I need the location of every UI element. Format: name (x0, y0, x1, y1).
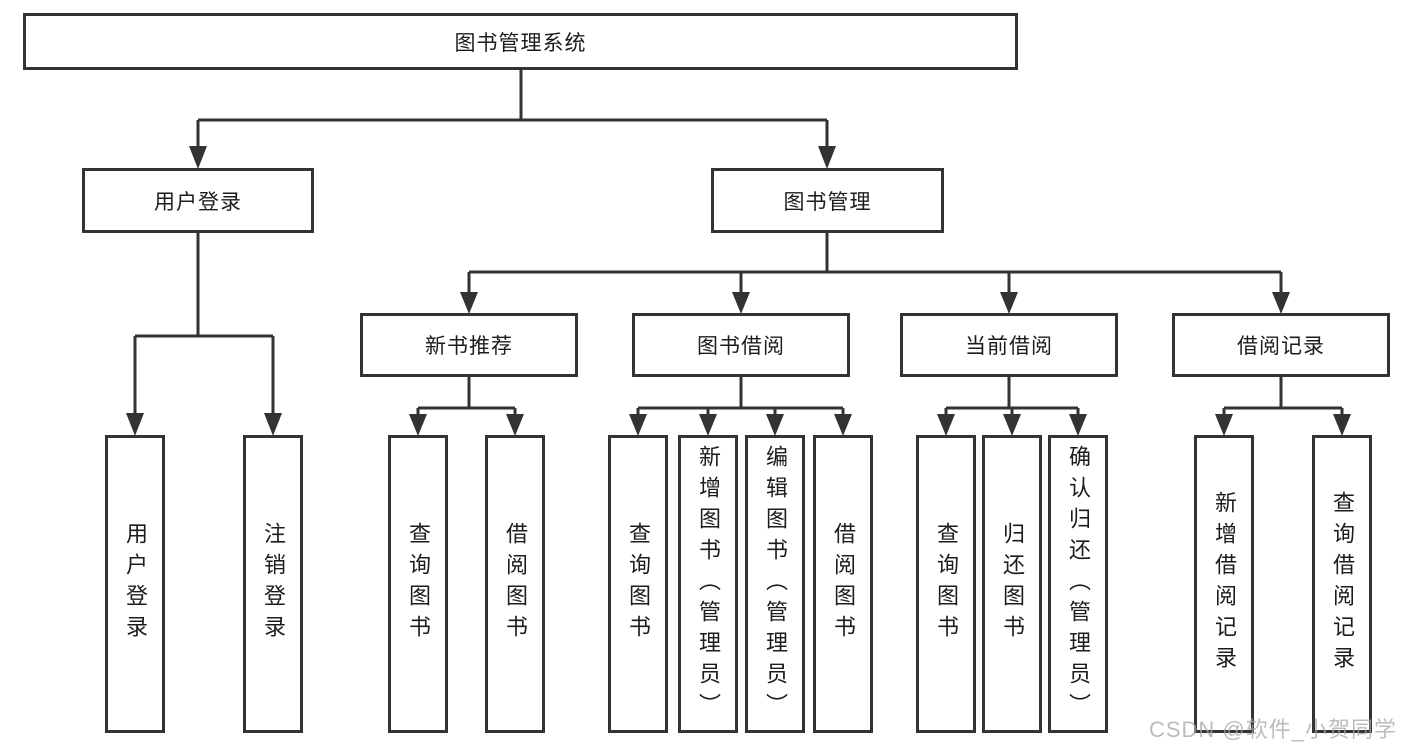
node-leaf-query-books-recommend: 查询图书 (388, 435, 448, 733)
node-leaf-add-book-admin: 新增图书（管理员） (678, 435, 738, 733)
node-leaf-query-books-current: 查询图书 (916, 435, 976, 733)
node-level3-current-borrowing: 当前借阅 (900, 313, 1118, 377)
node-level3-book-borrowing: 图书借阅 (632, 313, 850, 377)
node-leaf-query-borrow-record: 查询借阅记录 (1312, 435, 1372, 733)
node-root-library-system: 图书管理系统 (23, 13, 1018, 70)
node-leaf-logout: 注销登录 (243, 435, 303, 733)
node-leaf-borrow-books-borrowing: 借阅图书 (813, 435, 873, 733)
arrowheads (126, 146, 1351, 436)
node-level3-new-book-recommendation: 新书推荐 (360, 313, 578, 377)
node-level2-user-login: 用户登录 (82, 168, 314, 233)
node-leaf-edit-book-admin: 编辑图书（管理员） (745, 435, 805, 733)
node-leaf-query-books-borrowing: 查询图书 (608, 435, 668, 733)
node-leaf-borrow-books-recommend: 借阅图书 (485, 435, 545, 733)
node-level3-borrowing-records: 借阅记录 (1172, 313, 1390, 377)
node-leaf-add-borrow-record: 新增借阅记录 (1194, 435, 1254, 733)
node-leaf-user-login: 用户登录 (105, 435, 165, 733)
watermark: CSDN @软件_小贺同学 (1148, 717, 1397, 742)
node-leaf-return-books: 归还图书 (982, 435, 1042, 733)
node-leaf-confirm-return-admin: 确认归还（管理员） (1048, 435, 1108, 733)
node-level2-book-management: 图书管理 (711, 168, 944, 233)
